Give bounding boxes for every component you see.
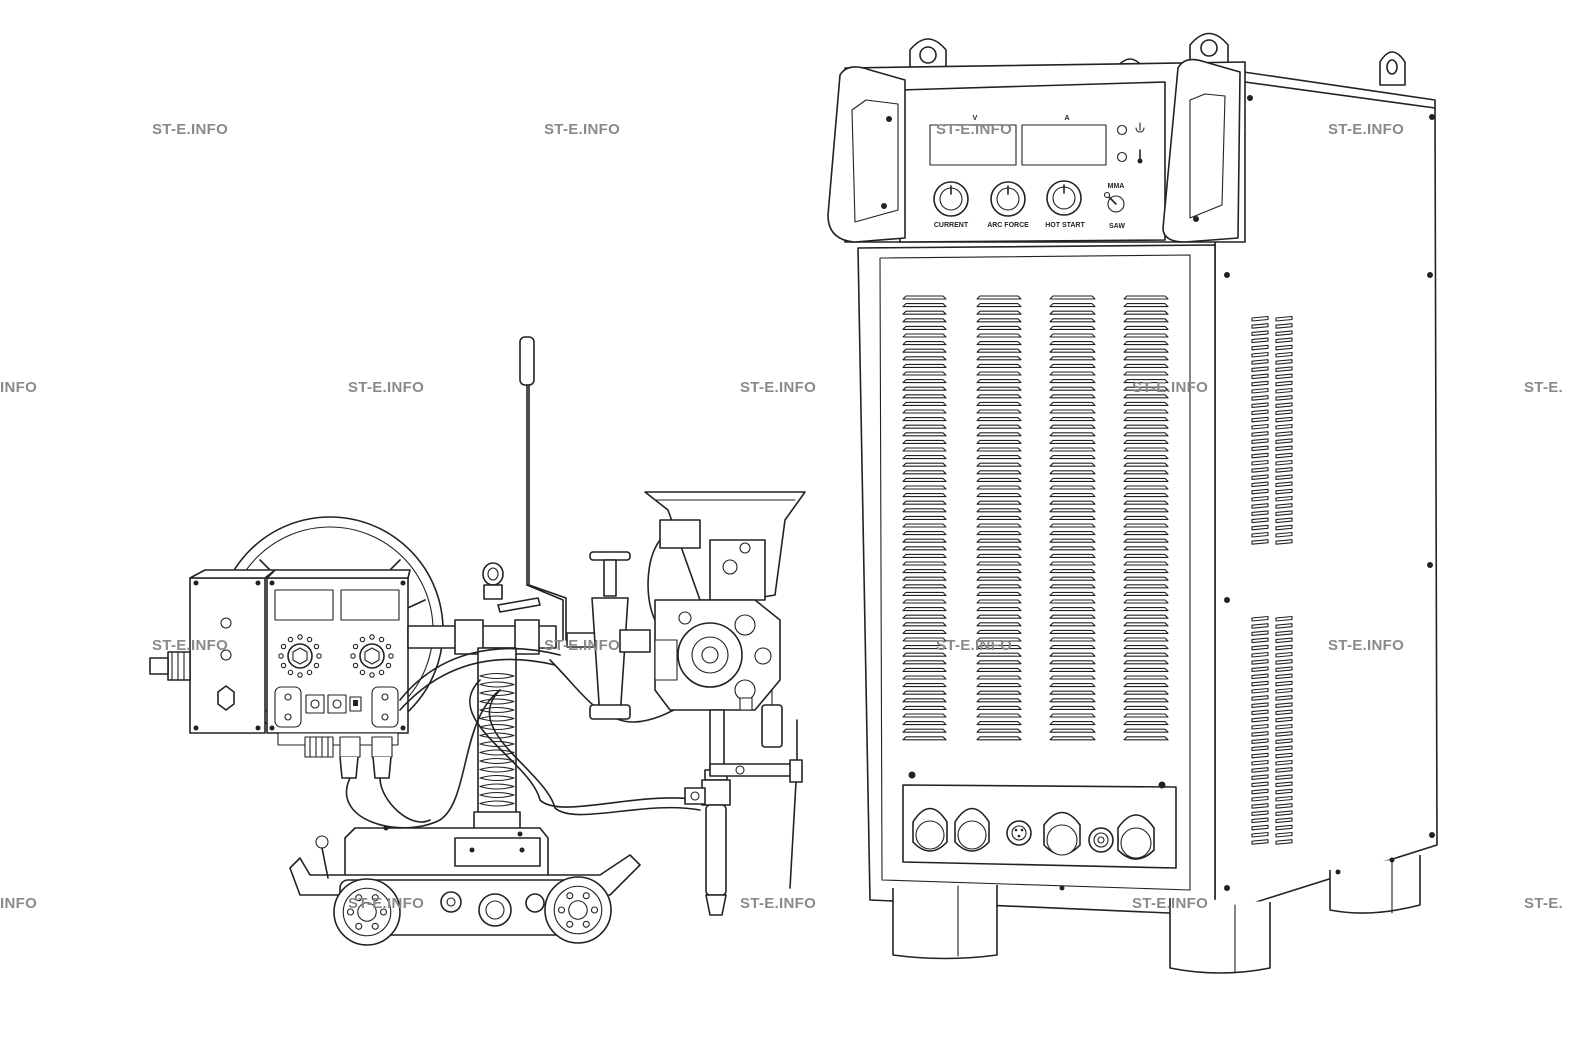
watermark-layer: ST-E.INFO ST-E.INFO ST-E.INFO ST-E.INFO … xyxy=(0,121,1563,912)
watermark-text: ST-E.INFO xyxy=(348,379,424,396)
watermark-text: ST-E.INFO xyxy=(544,637,620,654)
screw-icon xyxy=(1224,597,1230,603)
watermark-text: ST-E.INFO xyxy=(152,121,228,138)
tractor-ammeter-display xyxy=(340,589,400,621)
screw-icon xyxy=(1427,272,1433,278)
output-terminal-socket[interactable] xyxy=(1117,814,1155,860)
cabinet-foot xyxy=(892,885,998,960)
power-indicator-led xyxy=(1116,124,1128,136)
watermark-text: ST-E. xyxy=(1524,379,1563,396)
watermark-text: ST-E.INFO xyxy=(348,895,424,912)
screw-icon xyxy=(1158,781,1166,789)
screw-icon xyxy=(1224,272,1230,278)
ammeter-display xyxy=(1021,124,1107,166)
current-knob[interactable] xyxy=(933,181,969,217)
lifting-eye-icon xyxy=(909,38,947,76)
watermark-text: ST-E.INFO xyxy=(1132,379,1208,396)
lifting-ring-icon xyxy=(482,562,504,600)
watermark-text: INFO xyxy=(0,379,37,396)
watermark-text: ST-E.INFO xyxy=(152,637,228,654)
lift-lever[interactable] xyxy=(519,336,567,641)
side-ventilation-louvres xyxy=(1251,315,1293,845)
watermark-text: ST-E.INFO xyxy=(1132,895,1208,912)
gas-connector[interactable] xyxy=(1088,827,1114,853)
screw-icon xyxy=(1429,832,1435,838)
screw-icon xyxy=(1247,95,1253,101)
screw-icon xyxy=(908,771,916,779)
screw-icon xyxy=(881,203,887,209)
screw-icon xyxy=(886,116,892,122)
thermal-indicator-led xyxy=(1116,151,1128,163)
arc-force-knob[interactable] xyxy=(990,181,1026,217)
watermark-text: ST-E.INFO xyxy=(740,379,816,396)
front-ventilation-louvres xyxy=(902,295,1169,741)
output-terminal-socket[interactable] xyxy=(912,807,948,852)
arc-force-knob-label: ARC FORCE xyxy=(987,222,1029,229)
side-connector[interactable] xyxy=(149,651,191,681)
watermark-text: ST-E.INFO xyxy=(936,121,1012,138)
power-icon xyxy=(1135,122,1145,133)
thermometer-icon xyxy=(1137,149,1143,164)
contact-tip-nozzle xyxy=(684,709,731,916)
screw-icon xyxy=(1224,885,1230,891)
mode-toggle-switch[interactable] xyxy=(1103,191,1125,213)
toggle-switch[interactable] xyxy=(220,649,232,661)
output-terminal-socket[interactable] xyxy=(954,807,990,852)
cable-connector xyxy=(304,736,334,758)
current-knob-label: CURRENT xyxy=(934,222,969,229)
travel-speed-dial[interactable] xyxy=(350,634,394,678)
wire-speed-dial[interactable] xyxy=(278,634,322,678)
hex-plug-icon xyxy=(217,685,235,711)
wire-feed-head xyxy=(654,599,781,711)
voltmeter-display xyxy=(929,124,1017,166)
voltmeter-label: V xyxy=(973,115,978,122)
hot-start-knob[interactable] xyxy=(1046,180,1082,216)
flux-hopper xyxy=(644,491,806,621)
lifting-eye-icon xyxy=(1379,51,1406,86)
panel-recess xyxy=(371,686,399,728)
tractor-voltmeter-display xyxy=(274,589,334,621)
watermark-text: ST-E.INFO xyxy=(544,121,620,138)
handwheel[interactable] xyxy=(589,551,631,720)
panel-recess xyxy=(274,686,302,728)
watermark-text: INFO xyxy=(0,895,37,912)
cabinet-foot xyxy=(1329,855,1421,914)
tractor-wheels xyxy=(333,876,612,946)
welding-power-source: V A CURRENT ARC FORCE xyxy=(827,32,1438,974)
screw-icon xyxy=(1193,216,1199,222)
watermark-text: ST-E.INFO xyxy=(936,637,1012,654)
watermark-text: ST-E.INFO xyxy=(1328,637,1404,654)
watermark-text: ST-E.INFO xyxy=(1328,121,1404,138)
watermark-text: ST-E. xyxy=(1524,895,1563,912)
submerged-arc-welding-tractor xyxy=(149,336,806,946)
toggle-switch[interactable] xyxy=(220,617,232,629)
control-connector[interactable] xyxy=(1006,820,1032,846)
hot-start-knob-label: HOT START xyxy=(1045,222,1085,229)
screw-icon xyxy=(1429,114,1435,120)
mode-mma-label: MMA xyxy=(1108,183,1125,190)
column-spring xyxy=(479,672,515,807)
ammeter-label: A xyxy=(1064,115,1069,122)
watermark-text: ST-E.INFO xyxy=(740,895,816,912)
cabinet-foot xyxy=(1169,898,1271,974)
screw-icon xyxy=(1427,562,1433,568)
output-terminal-socket[interactable] xyxy=(1043,811,1081,856)
mode-saw-label: SAW xyxy=(1109,223,1125,230)
